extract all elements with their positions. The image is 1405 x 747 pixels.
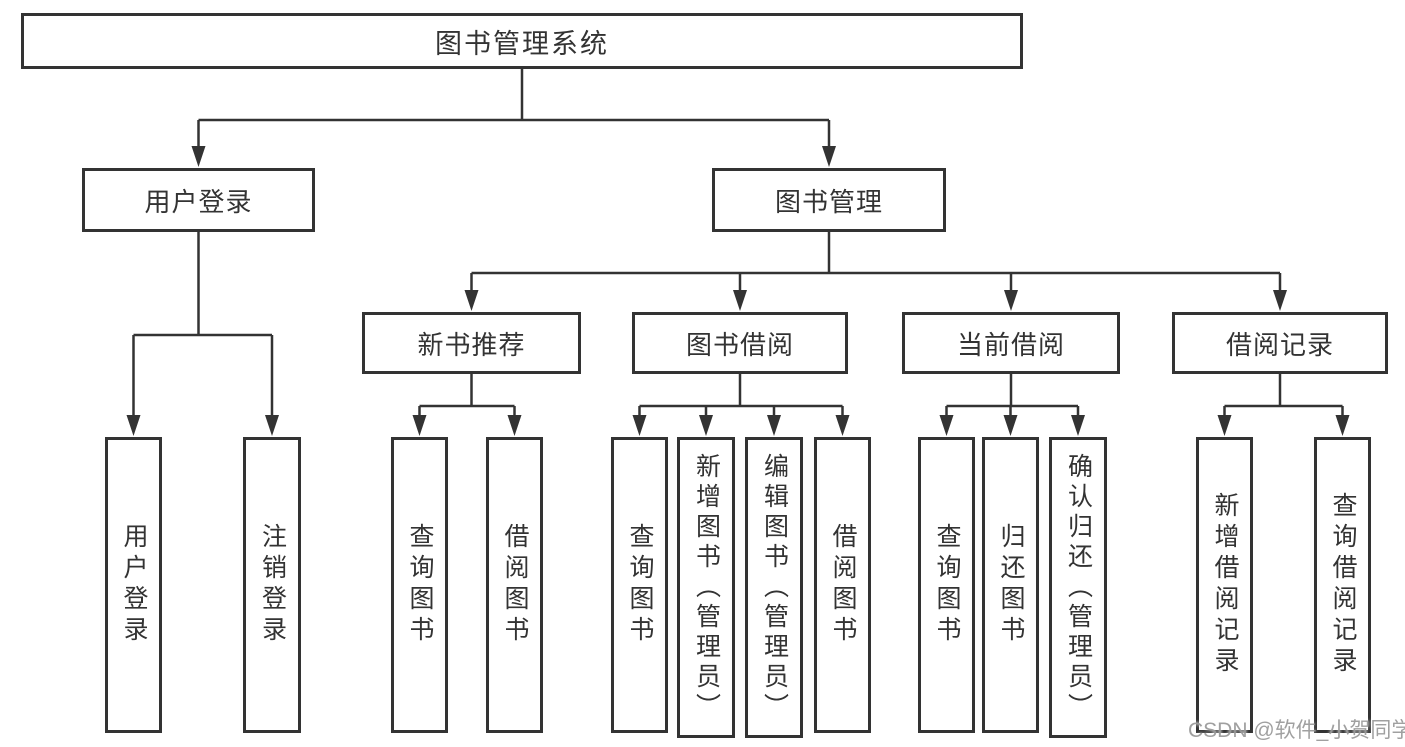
- node-label: 归还图书: [997, 523, 1025, 647]
- leaf-query-borrow-record: 查询借阅记录: [1314, 437, 1371, 733]
- node-borrowing-records: 借阅记录: [1172, 312, 1388, 374]
- node-label: 新书推荐: [417, 329, 526, 360]
- leaf-return-books: 归还图书: [982, 437, 1039, 733]
- node-label: 查询图书: [933, 523, 961, 647]
- leaf-logout: 注销登录: [243, 437, 301, 733]
- node-label: 新增图书（管理员）: [692, 452, 721, 723]
- node-label: 当前借阅: [956, 329, 1065, 360]
- node-new-book-recommendation: 新书推荐: [362, 312, 581, 374]
- node-label: 查询图书: [406, 523, 434, 647]
- leaf-borrow-books: 借阅图书: [486, 437, 543, 733]
- node-label: 用户登录: [120, 523, 148, 647]
- node-user-login: 用户登录: [82, 168, 315, 232]
- leaf-borrow-books: 借阅图书: [814, 437, 871, 733]
- node-label: 图书管理系统: [435, 28, 609, 59]
- leaf-query-books: 查询图书: [391, 437, 448, 733]
- leaf-edit-books-admin: 编辑图书（管理员）: [745, 437, 803, 738]
- node-label: 查询借阅记录: [1329, 492, 1357, 678]
- node-label: 图书管理: [774, 186, 883, 217]
- leaf-add-borrow-record: 新增借阅记录: [1196, 437, 1253, 733]
- node-label: 借阅图书: [501, 523, 529, 647]
- node-label: 注销登录: [258, 523, 287, 647]
- leaf-query-books: 查询图书: [611, 437, 668, 733]
- node-label: 编辑图书（管理员）: [760, 452, 789, 723]
- csdn-watermark: CSDN @软件_小贺同学: [1188, 719, 1405, 742]
- leaf-user-login: 用户登录: [105, 437, 162, 733]
- node-label: 查询图书: [626, 523, 654, 647]
- leaf-confirm-return-admin: 确认归还（管理员）: [1049, 437, 1107, 738]
- node-current-borrowing: 当前借阅: [902, 312, 1120, 374]
- node-label: 用户登录: [144, 186, 253, 217]
- node-book-borrowing: 图书借阅: [632, 312, 848, 374]
- leaf-query-books: 查询图书: [918, 437, 975, 733]
- node-label: 借阅图书: [829, 523, 857, 647]
- leaf-add-books-admin: 新增图书（管理员）: [677, 437, 735, 738]
- node-label: 借阅记录: [1225, 329, 1334, 360]
- node-label: 新增借阅记录: [1211, 492, 1239, 678]
- node-label: 确认归还（管理员）: [1064, 452, 1093, 723]
- node-label: 图书借阅: [685, 329, 794, 360]
- node-library-management-system: 图书管理系统: [21, 13, 1023, 69]
- node-book-management: 图书管理: [712, 168, 946, 232]
